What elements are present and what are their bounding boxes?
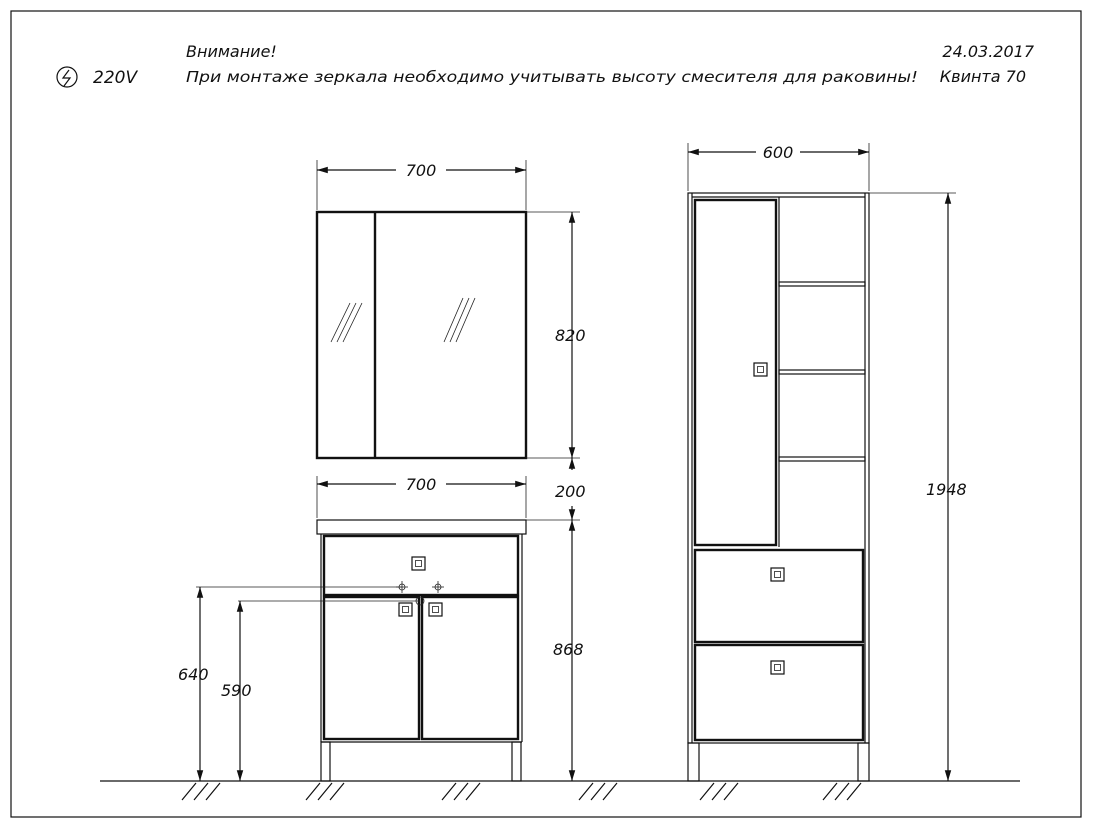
vanity-height-label: 868 [553, 640, 584, 659]
vanity-leg-right [511, 741, 522, 782]
cabinet-door-handle-icon [753, 362, 768, 377]
cabinet-drawer-top-handle-icon [770, 567, 785, 582]
cabinet-height-label: 1948 [926, 480, 967, 499]
vanity-door-right [420, 595, 520, 741]
door-right-handle-icon [428, 602, 443, 617]
cabinet-drawer-top [693, 548, 865, 644]
mixer-height-1-label: 640 [178, 665, 209, 684]
vanity-drawer [322, 534, 520, 597]
warning-text: При монтаже зеркала необходимо учитывать… [186, 68, 918, 86]
mirror-width-label: 700 [406, 161, 437, 180]
floor-hatching [181, 782, 862, 801]
warning-title: Внимание! [186, 42, 277, 61]
model-label: Квинта 70 [940, 67, 1026, 86]
vanity-width-label: 700 [406, 475, 437, 494]
cabinet-leg-left [687, 742, 700, 782]
date-label: 24.03.2017 [942, 42, 1034, 61]
cabinet-width-label: 600 [763, 143, 794, 162]
cabinet-height-dimension: 1948 [869, 192, 967, 781]
vanity-door-left [322, 595, 421, 741]
lightning-bolt-icon [56, 66, 78, 88]
cabinet-drawer-bottom-handle-icon [770, 660, 785, 675]
vanity-width-dimension: 700 [316, 475, 527, 518]
cabinet-leg-right [857, 742, 870, 782]
voltage-label: 220V [93, 68, 138, 88]
drawer-handle-icon [411, 556, 426, 571]
mirror-cabinet [315, 210, 528, 460]
cabinet-width-dimension: 600 [687, 143, 870, 191]
sheet-border [10, 10, 1082, 818]
vanity-unit [316, 519, 527, 782]
mirror-glass-marks [330, 297, 476, 343]
basin-top [316, 519, 527, 535]
open-shelves [778, 281, 866, 462]
cabinet-door [693, 198, 778, 547]
gap-label: 200 [555, 482, 586, 501]
power-indicator: 220V [56, 66, 138, 88]
vanity-leg-left [320, 741, 331, 782]
mixer-height-2-label: 590 [221, 681, 252, 700]
door-left-handle-icon [398, 602, 413, 617]
cabinet-drawer-bottom [693, 643, 865, 742]
mirror-height-label: 820 [555, 326, 586, 345]
vertical-dimension-chain: 820 200 868 [526, 211, 586, 781]
mirror-width-dimension: 700 [316, 160, 527, 210]
mixer-height-dimensions: 640 590 [178, 586, 420, 781]
tall-cabinet [687, 192, 870, 782]
